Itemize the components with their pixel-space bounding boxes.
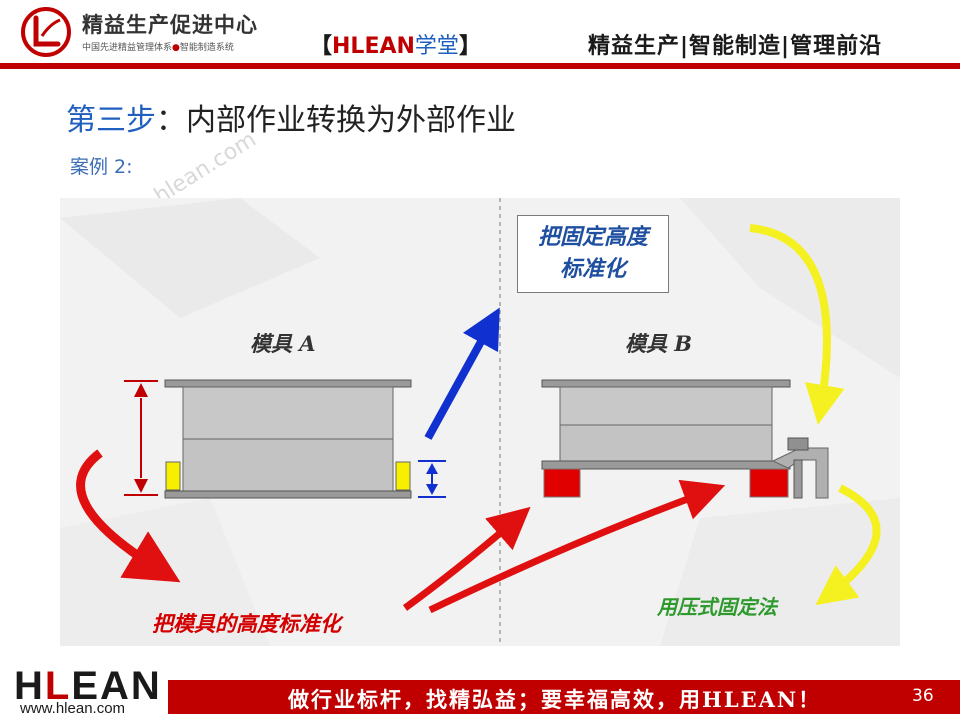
logo-mark-icon [21, 7, 71, 57]
illustration-drawing [60, 198, 900, 646]
logo-subtitle-dot: ● [172, 43, 180, 53]
standardize-line-1: 把固定高度 [537, 224, 648, 250]
logo-title: 精益生产促进中心 [82, 13, 258, 37]
logo-subtitle: 中国先进精益管理体系●智能制造系统 [82, 40, 234, 53]
brand-bracket-close: 】 [458, 34, 481, 59]
brand-hlean: HLEAN [332, 34, 415, 59]
page-number: 36 [912, 686, 934, 706]
standardize-callout: 把固定高度 标准化 [517, 215, 669, 293]
header-divider [0, 63, 960, 69]
blue-arrow [424, 307, 500, 440]
brand-bracket-open: 【 [310, 34, 333, 59]
watermark: hlean.com [150, 127, 261, 210]
footer-logo-e: E [71, 664, 101, 708]
mold-a-label: 模具 A [250, 331, 316, 356]
header: 精益生产促进中心 中国先进精益管理体系●智能制造系统 【HLEAN学堂】 精益生… [0, 0, 960, 70]
illustration: 模具 A 模具 B 把固定高度 标准化 把模具的高度标准化 用压式固定法 [60, 198, 900, 646]
brand-hlean-xuetang: 【HLEAN学堂】 [310, 28, 481, 60]
footer-bar: 做行业标杆，找精弘益；要幸福高效，用HLEAN！ [168, 680, 960, 714]
footer-url: www.hlean.com [20, 700, 126, 717]
mold-b [541, 379, 829, 499]
mold-a-height-dimension [124, 380, 158, 496]
footer-slogan: 做行业标杆，找精弘益；要幸福高效，用HLEAN！ [288, 687, 822, 712]
mold-a [164, 379, 412, 499]
header-slogan: 精益生产|智能制造|管理前沿 [588, 34, 883, 59]
standardize-line-2: 标准化 [559, 256, 626, 282]
height-standardize-caption: 把模具的高度标准化 [152, 611, 341, 636]
title-step: 第三步 [66, 103, 156, 138]
red-arrows [76, 449, 726, 614]
page-title: 第三步：内部作业转换为外部作业 [66, 95, 516, 139]
clamp-method-caption: 用压式固定法 [657, 595, 777, 619]
footer-logo-l: L [44, 664, 72, 708]
title-text: ：内部作业转换为外部作业 [156, 103, 516, 138]
brand-xuetang: 学堂 [414, 34, 459, 59]
case-label: 案例 2: [70, 156, 133, 178]
logo-subtitle-left: 中国先进精益管理体系 [82, 43, 173, 53]
logo-subtitle-right: 智能制造系统 [179, 43, 234, 53]
footer-logo-h: H [14, 664, 45, 708]
footer-logo-n: N [130, 664, 162, 708]
block-height-dimension [418, 460, 446, 498]
footer-logo-a: A [100, 664, 131, 708]
footer-logo: HLEAN [14, 664, 162, 709]
mold-b-label: 模具 B [625, 331, 693, 356]
yellow-arrows [749, 224, 881, 606]
